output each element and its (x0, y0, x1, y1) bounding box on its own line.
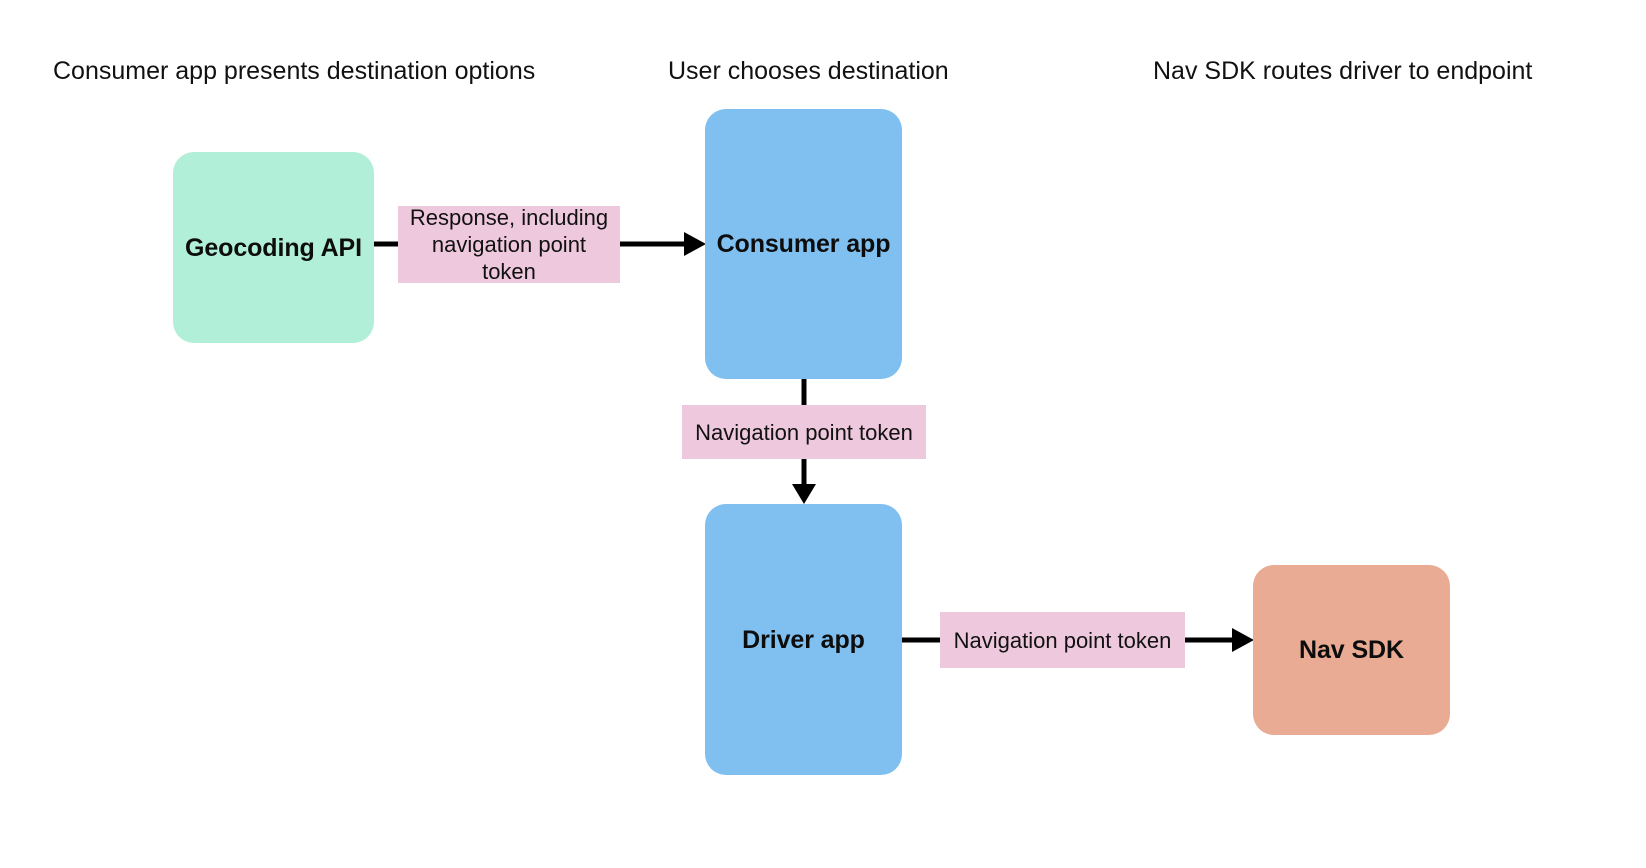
node-consumer-app[interactable]: Consumer app (705, 109, 902, 379)
edge-label-navigation-point-token-horizontal-text: Navigation point token (953, 627, 1172, 653)
edge-label-navigation-point-token-horizontal: Navigation point token (940, 612, 1185, 668)
edge-label-response-including-navigation-point-token: Response, including navigation point tok… (398, 204, 620, 285)
node-consumer-app-label: Consumer app (716, 230, 891, 258)
edge-label-line-2: navigation point (431, 232, 587, 257)
column-heading-consumer-app-presents: Consumer app presents destination option… (53, 57, 536, 85)
node-driver-app-label: Driver app (742, 625, 865, 654)
node-nav-sdk[interactable]: Nav SDK (1253, 565, 1450, 735)
node-driver-app[interactable]: Driver app (705, 504, 902, 775)
column-heading-nav-sdk-routes-driver: Nav SDK routes driver to endpoint (1153, 57, 1533, 85)
node-nav-sdk-label: Nav SDK (1299, 636, 1404, 664)
column-heading-user-chooses-destination: User chooses destination (668, 57, 949, 85)
edge-label-response-text: Response, including navigation point tok… (404, 204, 614, 285)
edge-label-line-1: Response, including (409, 205, 609, 230)
edge-label-navigation-point-token-vertical: Navigation point token (682, 405, 926, 459)
edge-label-navigation-point-token-vertical-text: Navigation point token (695, 419, 913, 445)
node-geocoding-api-label: Geocoding API (185, 233, 362, 262)
edge-label-line-3: token (482, 259, 536, 284)
node-geocoding-api[interactable]: Geocoding API (173, 152, 374, 343)
